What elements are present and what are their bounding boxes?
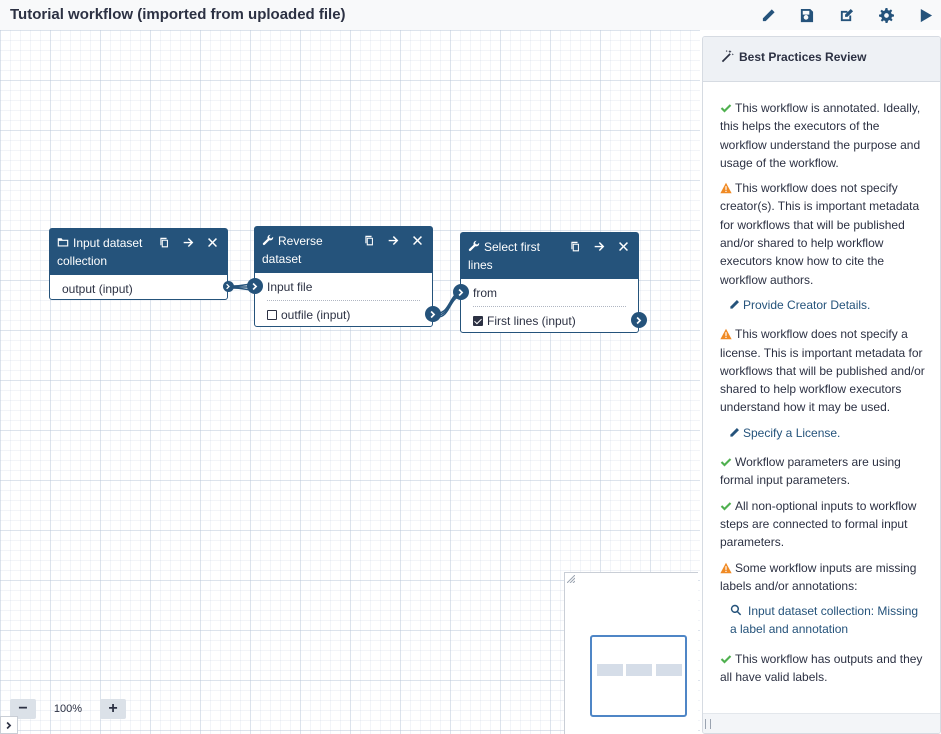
input-terminal[interactable]	[247, 278, 263, 294]
input-terminal[interactable]	[453, 284, 469, 300]
workflow-canvas[interactable]: Input dataset collection output (input) …	[0, 30, 700, 734]
panel-resize-handle[interactable]	[703, 713, 940, 733]
output-terminal[interactable]	[223, 281, 234, 292]
magic-wand-icon	[721, 50, 734, 63]
specify-license-link[interactable]: Specify a License.	[720, 424, 928, 442]
review-item: Some workflow inputs are missing labels …	[720, 560, 917, 593]
remove-button[interactable]	[616, 239, 630, 253]
open-button[interactable]	[592, 239, 606, 253]
node-header[interactable]: Reverse dataset	[255, 227, 432, 273]
close-icon	[412, 235, 422, 245]
close-icon	[618, 241, 628, 251]
review-item: This workflow is annotated. Ideally, thi…	[720, 101, 921, 170]
minimap-node	[656, 664, 682, 676]
review-list: This workflow is annotated. Ideally, thi…	[703, 82, 940, 686]
arrow-right-icon	[594, 241, 604, 251]
chevron-right-icon	[6, 721, 11, 729]
zoom-out-button[interactable]: −	[10, 699, 36, 719]
node-select-first-lines[interactable]: Select first lines from First lines (inp…	[453, 232, 647, 335]
chevron-right-icon	[458, 288, 463, 296]
open-button[interactable]	[181, 235, 195, 249]
resize-grip-icon[interactable]	[567, 575, 575, 583]
wrench-icon	[262, 233, 274, 246]
zoom-level: 100%	[53, 703, 83, 715]
checkbox[interactable]	[267, 310, 277, 320]
warning-icon	[720, 327, 732, 340]
clone-button[interactable]	[362, 233, 376, 247]
review-item: This workflow does not specify creator(s…	[720, 181, 920, 287]
checkbox-checked[interactable]	[473, 316, 483, 326]
output-terminal[interactable]	[425, 306, 441, 322]
node-input-dataset-collection[interactable]: Input dataset collection output (input)	[49, 228, 234, 300]
copy-icon	[159, 237, 168, 247]
remove-button[interactable]	[410, 233, 424, 247]
node-reverse-dataset[interactable]: Reverse dataset Input file outfile (inpu…	[247, 226, 441, 329]
minimap-viewport[interactable]	[590, 635, 687, 717]
check-icon	[720, 499, 732, 511]
check-icon	[720, 101, 732, 113]
arrow-right-icon	[388, 235, 398, 245]
workflow-title: Tutorial workflow (imported from uploade…	[10, 6, 346, 23]
zoom-controls: − 100% +	[10, 699, 126, 719]
pencil-icon	[762, 8, 775, 21]
panel-title: Best Practices Review	[739, 50, 867, 64]
expand-panel-button[interactable]	[0, 716, 18, 734]
node-output[interactable]: First lines (input)	[473, 307, 626, 335]
chevron-right-icon	[636, 316, 641, 324]
settings-button[interactable]	[875, 5, 897, 25]
node-header[interactable]: Select first lines	[461, 233, 638, 279]
node-input: Input file	[267, 273, 420, 301]
clone-button[interactable]	[568, 239, 582, 253]
chevron-right-icon	[430, 310, 435, 318]
edit-attributes-button[interactable]	[835, 5, 857, 25]
zoom-in-button[interactable]: +	[100, 699, 126, 719]
run-icon	[920, 8, 932, 22]
warning-icon	[720, 181, 732, 194]
node-input: from	[473, 279, 626, 307]
pencil-icon	[730, 300, 739, 309]
close-icon	[207, 237, 217, 247]
rename-button[interactable]	[757, 5, 779, 25]
copy-icon	[570, 241, 579, 251]
node-header[interactable]: Input dataset collection	[50, 229, 227, 275]
pencil-icon	[730, 427, 739, 437]
minimap-node	[597, 664, 623, 676]
remove-button[interactable]	[205, 235, 219, 249]
arrow-right-icon	[183, 237, 193, 247]
output-terminal[interactable]	[631, 312, 647, 328]
node-title: Reverse dataset	[262, 234, 323, 266]
gear-icon	[878, 7, 894, 23]
chevron-right-icon	[226, 283, 230, 290]
node-title: Input dataset collection	[57, 236, 143, 268]
check-icon	[720, 455, 732, 467]
node-output[interactable]: outfile (input)	[267, 301, 420, 329]
folder-icon	[57, 235, 69, 247]
review-item: This workflow does not specify a license…	[720, 327, 925, 415]
node-title: Select first lines	[468, 240, 541, 272]
minimap[interactable]	[564, 572, 698, 734]
run-button[interactable]	[914, 5, 936, 25]
check-icon	[720, 652, 732, 664]
review-item: All non-optional inputs to workflow step…	[720, 498, 917, 550]
open-button[interactable]	[386, 233, 400, 247]
best-practices-panel: Best Practices Review This workflow is a…	[702, 36, 941, 734]
edit-attributes-icon	[840, 8, 853, 21]
wrench-icon	[468, 239, 480, 252]
warning-icon	[720, 561, 732, 573]
clone-button[interactable]	[157, 235, 171, 249]
node-output: output (input)	[62, 282, 133, 296]
minimap-node	[626, 664, 652, 676]
save-button[interactable]	[795, 5, 817, 25]
save-icon	[800, 8, 813, 22]
copy-icon	[364, 235, 373, 245]
panel-header: Best Practices Review	[703, 37, 940, 82]
review-item: Workflow parameters are using formal inp…	[720, 455, 901, 488]
search-icon	[730, 604, 742, 616]
workflow-header: Tutorial workflow (imported from uploade…	[0, 0, 941, 30]
review-item: This workflow has outputs and they all h…	[720, 651, 923, 685]
chevron-right-icon	[252, 282, 257, 290]
provide-creator-link[interactable]: Provide Creator Details.	[720, 296, 928, 314]
missing-label-link[interactable]: Input dataset collection: Missing a labe…	[730, 604, 919, 637]
